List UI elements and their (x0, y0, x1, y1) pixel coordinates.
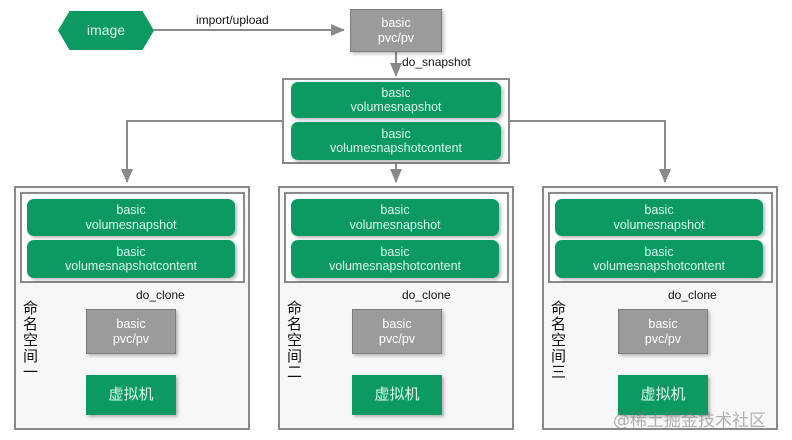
namespace-3-pvc-node[interactable]: basic pvc/pv (618, 309, 708, 354)
namespace-1-pvc-node[interactable]: basic pvc/pv (86, 309, 176, 354)
namespace-1-vm-node[interactable]: 虚拟机 (86, 375, 176, 415)
master-volumesnapshotcontent[interactable]: basic volumesnapshotcontent (291, 122, 501, 160)
namespace-2-volumesnapshot[interactable]: basic volumesnapshot (291, 199, 499, 236)
namespace-3-edge-label-do-clone: do_clone (668, 288, 717, 302)
namespace-3-volumesnapshot[interactable]: basic volumesnapshot (555, 199, 763, 236)
namespace-1-volumesnapshot[interactable]: basic volumesnapshot (27, 199, 235, 236)
namespace-2-label: 命名空间二 (285, 300, 303, 380)
base-pvc-node[interactable]: basic pvc/pv (350, 9, 442, 52)
edge-label-import-upload: import/upload (196, 13, 269, 27)
namespace-2-pvc-node[interactable]: basic pvc/pv (352, 309, 442, 354)
namespace-2-volumesnapshotcontent[interactable]: basic volumesnapshotcontent (291, 240, 499, 278)
namespace-3-volumesnapshotcontent[interactable]: basic volumesnapshotcontent (555, 240, 763, 278)
master-volumesnapshot[interactable]: basic volumesnapshot (291, 82, 501, 118)
edge-to-namespace-1 (121, 120, 282, 183)
edge-label-do-snapshot: do_snapshot (402, 55, 471, 69)
namespace-1-volumesnapshotcontent[interactable]: basic volumesnapshotcontent (27, 240, 235, 278)
image-source-node[interactable]: image (58, 11, 154, 50)
namespace-3-label: 命名空间三 (549, 300, 567, 380)
edge-to-namespace-3 (510, 120, 671, 183)
watermark: @稀土掘金技术社区 (613, 411, 766, 431)
namespace-2-vm-node[interactable]: 虚拟机 (352, 375, 442, 415)
image-source-label: image (86, 22, 126, 39)
namespace-2-edge-label-do-clone: do_clone (402, 288, 451, 302)
namespace-1-label: 命名空间一 (21, 300, 39, 380)
namespace-1-edge-label-do-clone: do_clone (136, 288, 185, 302)
namespace-3-vm-node[interactable]: 虚拟机 (618, 375, 708, 415)
